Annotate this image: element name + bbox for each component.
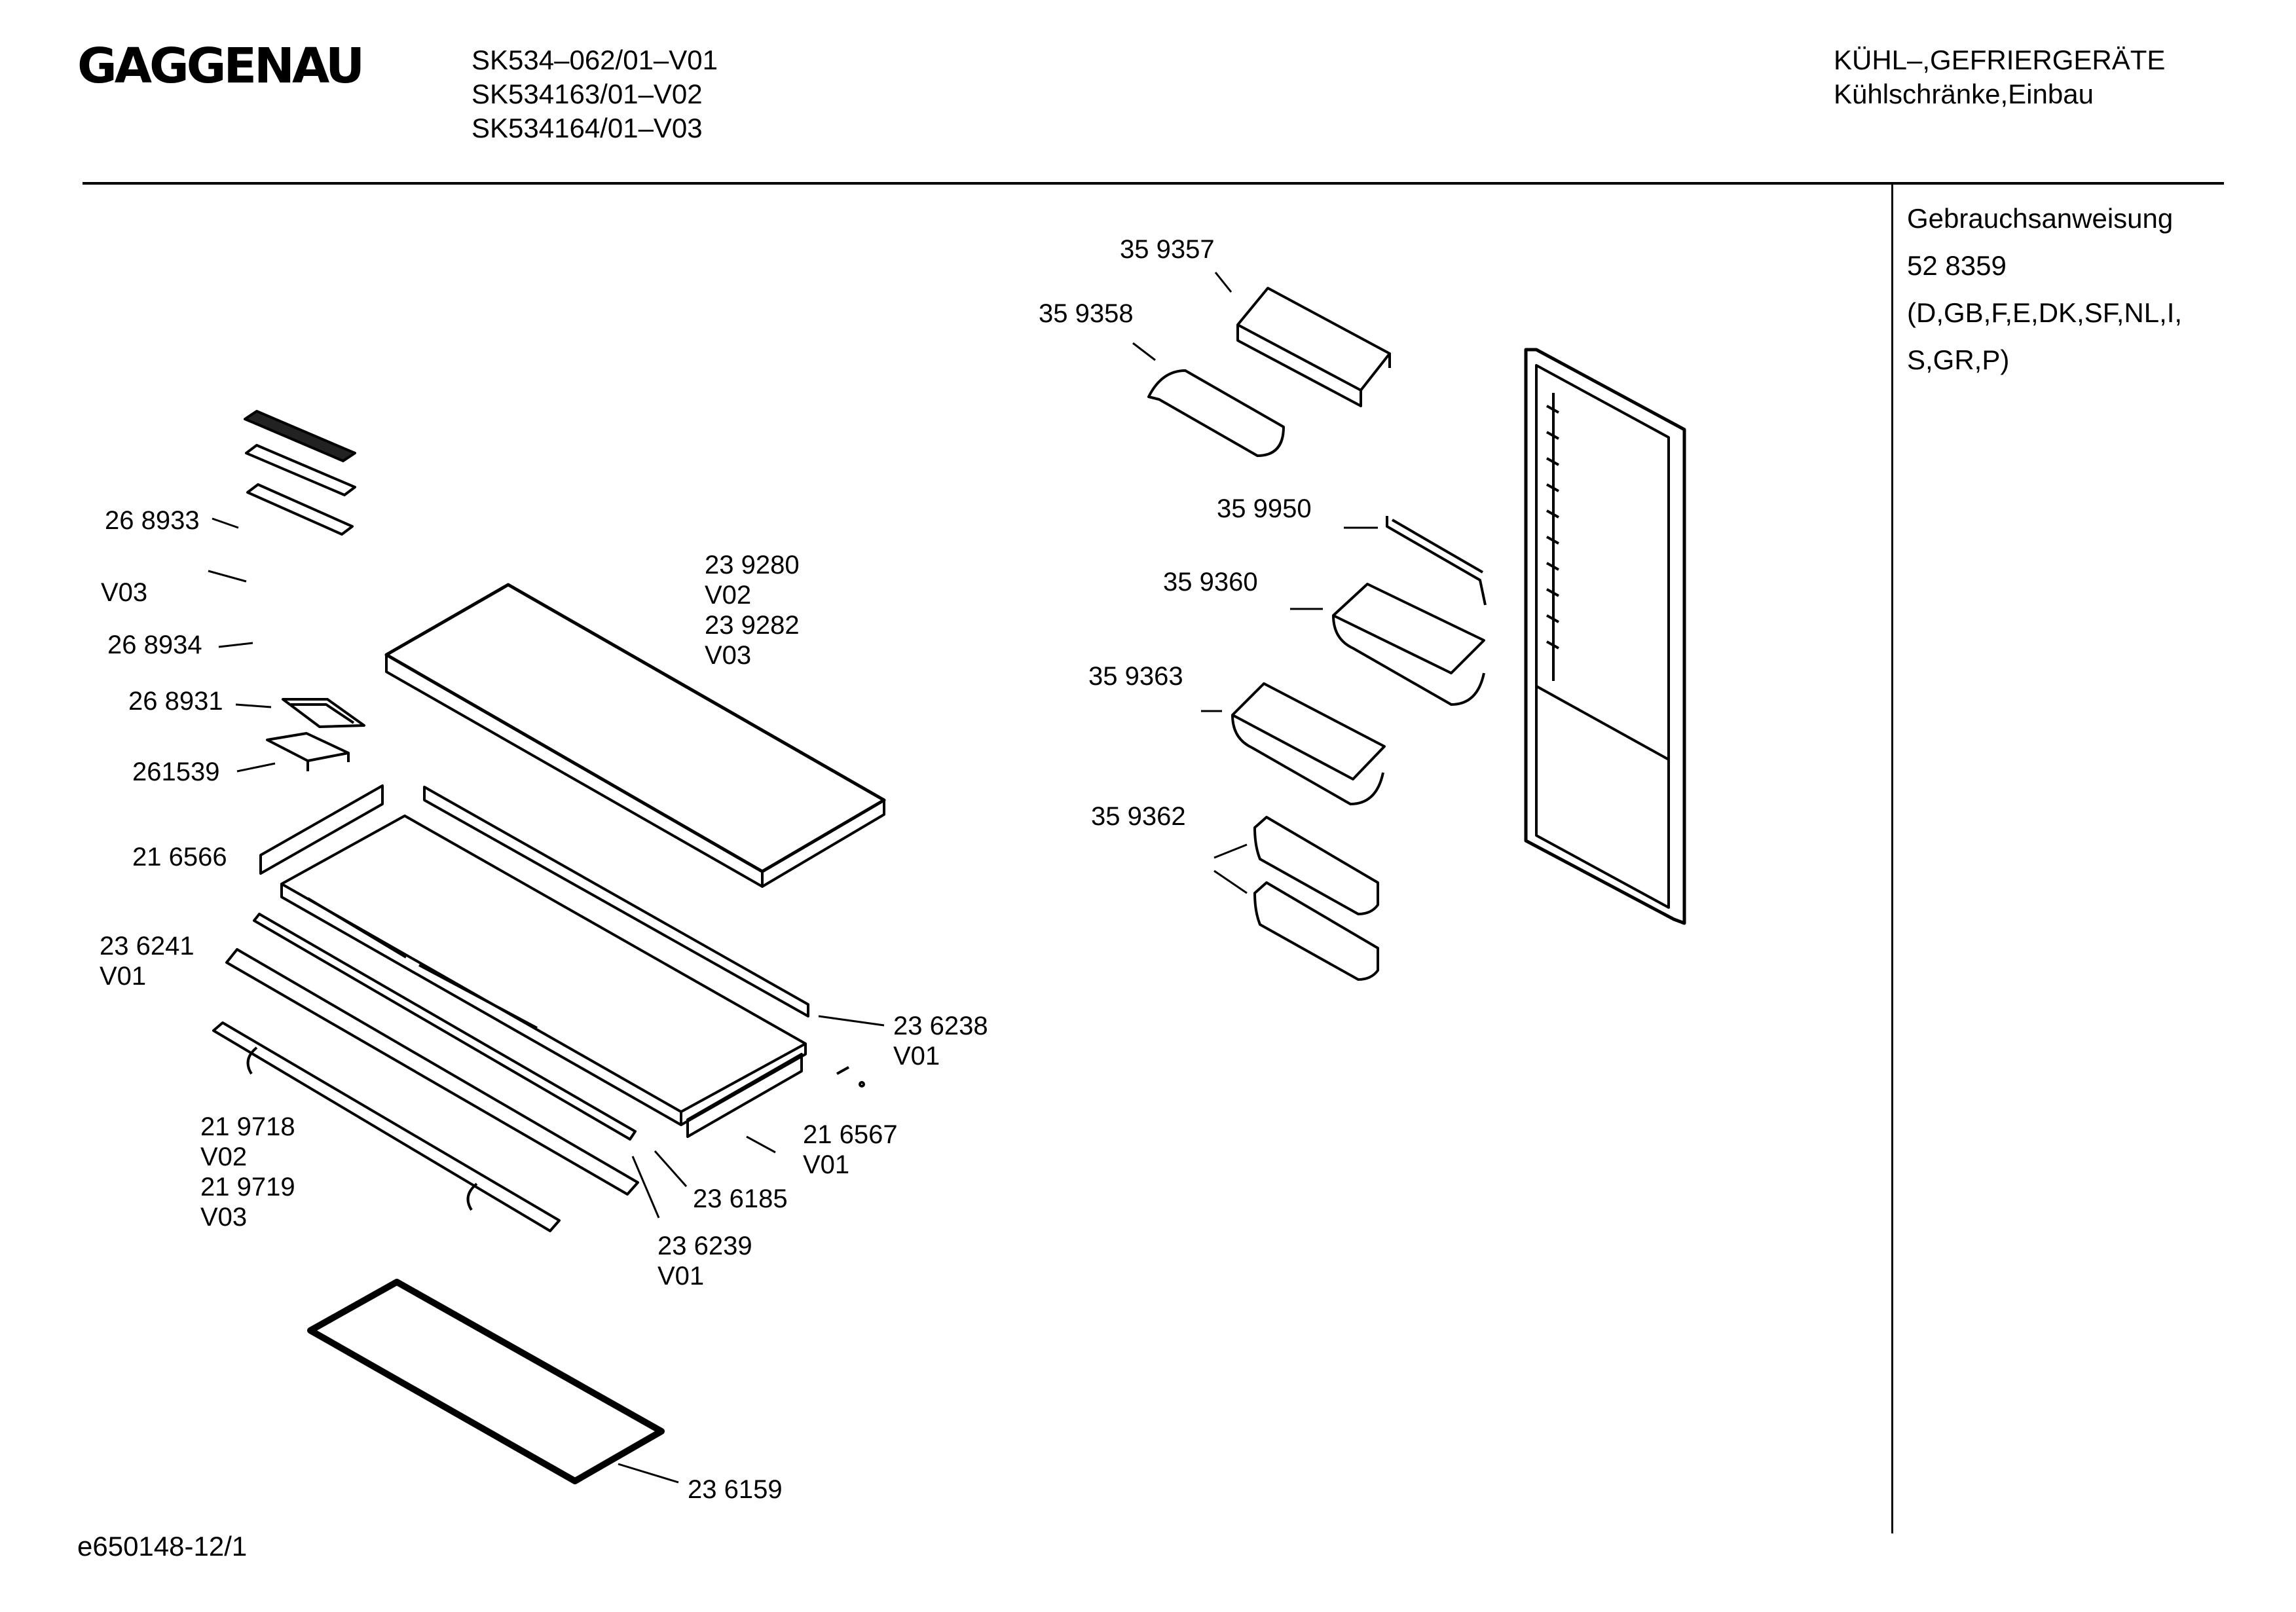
part-label: 23 6238 — [893, 1012, 988, 1040]
brand-logo: GAGGENAU — [77, 38, 365, 94]
manual-languages: (D,GB,F,E,DK,SF,NL,I, — [1907, 297, 2183, 328]
variant-label: V03 — [705, 641, 752, 670]
side-trim-216566 — [259, 784, 384, 875]
part-label: 23 6241 — [100, 932, 194, 961]
door-bin-359362-upper — [1253, 816, 1379, 915]
model-number: SK534164/01–V03 — [472, 113, 703, 143]
door-bin-359357 — [1236, 287, 1391, 407]
door-bin-359363 — [1231, 682, 1386, 805]
part-label: 35 9360 — [1163, 568, 1258, 596]
part-label: 35 9362 — [1091, 802, 1186, 831]
part-label: 23 9282 — [705, 611, 800, 640]
category-title: KÜHL–,GEFRIERGERÄTE — [1834, 45, 2166, 75]
sidebar-divider — [1891, 185, 1893, 1533]
model-number: SK534163/01–V02 — [472, 79, 703, 109]
variant-label: V01 — [893, 1042, 940, 1071]
variant-label: V01 — [100, 962, 147, 991]
part-label: 23 9280 — [705, 551, 800, 579]
small-part — [836, 1066, 865, 1088]
part-label: 23 6239 — [657, 1232, 752, 1260]
manual-title: Gebrauchsanweisung — [1907, 203, 2174, 234]
part-label: 21 6567 — [803, 1120, 898, 1149]
part-label: 35 9358 — [1039, 299, 1134, 328]
category-subtitle: Kühlschränke,Einbau — [1834, 79, 2094, 109]
top-cover-panel — [384, 583, 886, 888]
variant-label: V03 — [101, 578, 148, 607]
part-label: 35 9950 — [1217, 494, 1312, 523]
refrigerator-door — [1524, 348, 1686, 925]
bracket-268931 — [282, 698, 365, 728]
manual-number: 52 8359 — [1907, 250, 2007, 281]
panel-strip-268934 — [246, 483, 354, 536]
manual-languages: S,GR,P) — [1907, 344, 2010, 375]
part-label: 23 6159 — [688, 1475, 783, 1504]
part-label: 21 6566 — [132, 843, 227, 871]
trim-strip-236241 — [253, 913, 637, 1141]
bin-bar-359950 — [1386, 516, 1487, 606]
drawing-code: e650148-12/1 — [77, 1531, 248, 1562]
part-label: 35 9363 — [1088, 662, 1183, 691]
part-label: 261539 — [132, 758, 220, 786]
handle-219718 — [212, 1021, 561, 1232]
part-label: 26 8933 — [105, 506, 200, 535]
part-label: 21 9718 — [200, 1112, 295, 1141]
header-divider — [83, 182, 2224, 185]
model-number: SK534–062/01–V01 — [472, 45, 718, 75]
part-label: 26 8934 — [107, 631, 202, 659]
category-block: KÜHL–,GEFRIERGERÄTE Kühlschränke,Einbau — [1834, 43, 2165, 111]
variant-label: V01 — [657, 1262, 705, 1291]
bin-lid-359358 — [1147, 369, 1285, 457]
variant-label: V02 — [705, 581, 752, 610]
side-trim-216567 — [686, 1053, 803, 1138]
variant-label: V03 — [200, 1203, 248, 1232]
door-bin-359362-lower — [1253, 881, 1379, 981]
door-bin-359360 — [1332, 583, 1485, 706]
part-label: 26 8931 — [128, 687, 223, 716]
part-label: 21 9719 — [200, 1173, 295, 1201]
model-list: SK534–062/01–V01 SK534163/01–V02 SK53416… — [472, 43, 718, 145]
door-gasket — [307, 1279, 665, 1484]
control-housing — [280, 815, 807, 1126]
panel-strip-268933 — [244, 410, 356, 462]
bracket-261539 — [266, 732, 350, 771]
side-trim-236238 — [423, 786, 809, 1017]
part-label: 35 9357 — [1120, 235, 1215, 264]
manual-info: Gebrauchsanweisung 52 8359 (D,GB,F,E,DK,… — [1907, 195, 2182, 384]
variant-label: V01 — [803, 1150, 850, 1179]
part-label: 23 6185 — [693, 1184, 788, 1213]
panel-strip-v03 — [245, 444, 356, 496]
variant-label: V02 — [200, 1143, 248, 1171]
trim-strip-236185 — [225, 948, 639, 1196]
